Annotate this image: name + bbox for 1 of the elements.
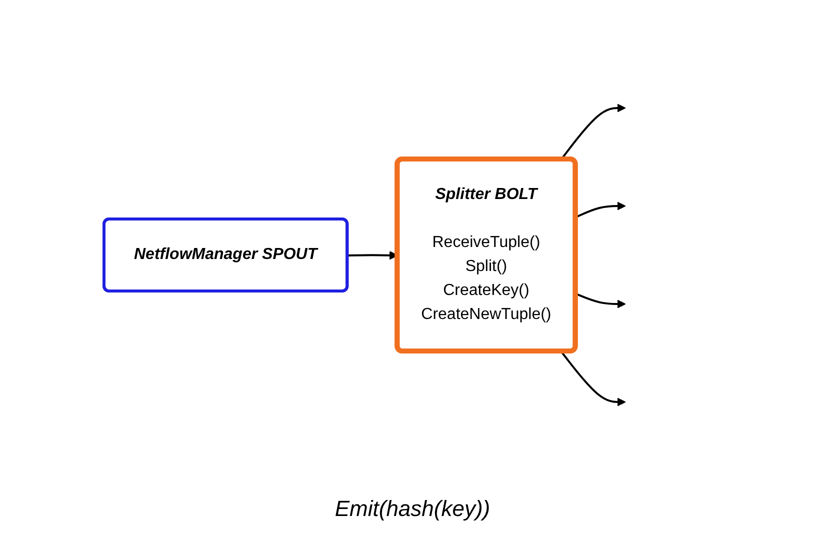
emit-note: Emit(hash(key)) <box>334 496 490 522</box>
